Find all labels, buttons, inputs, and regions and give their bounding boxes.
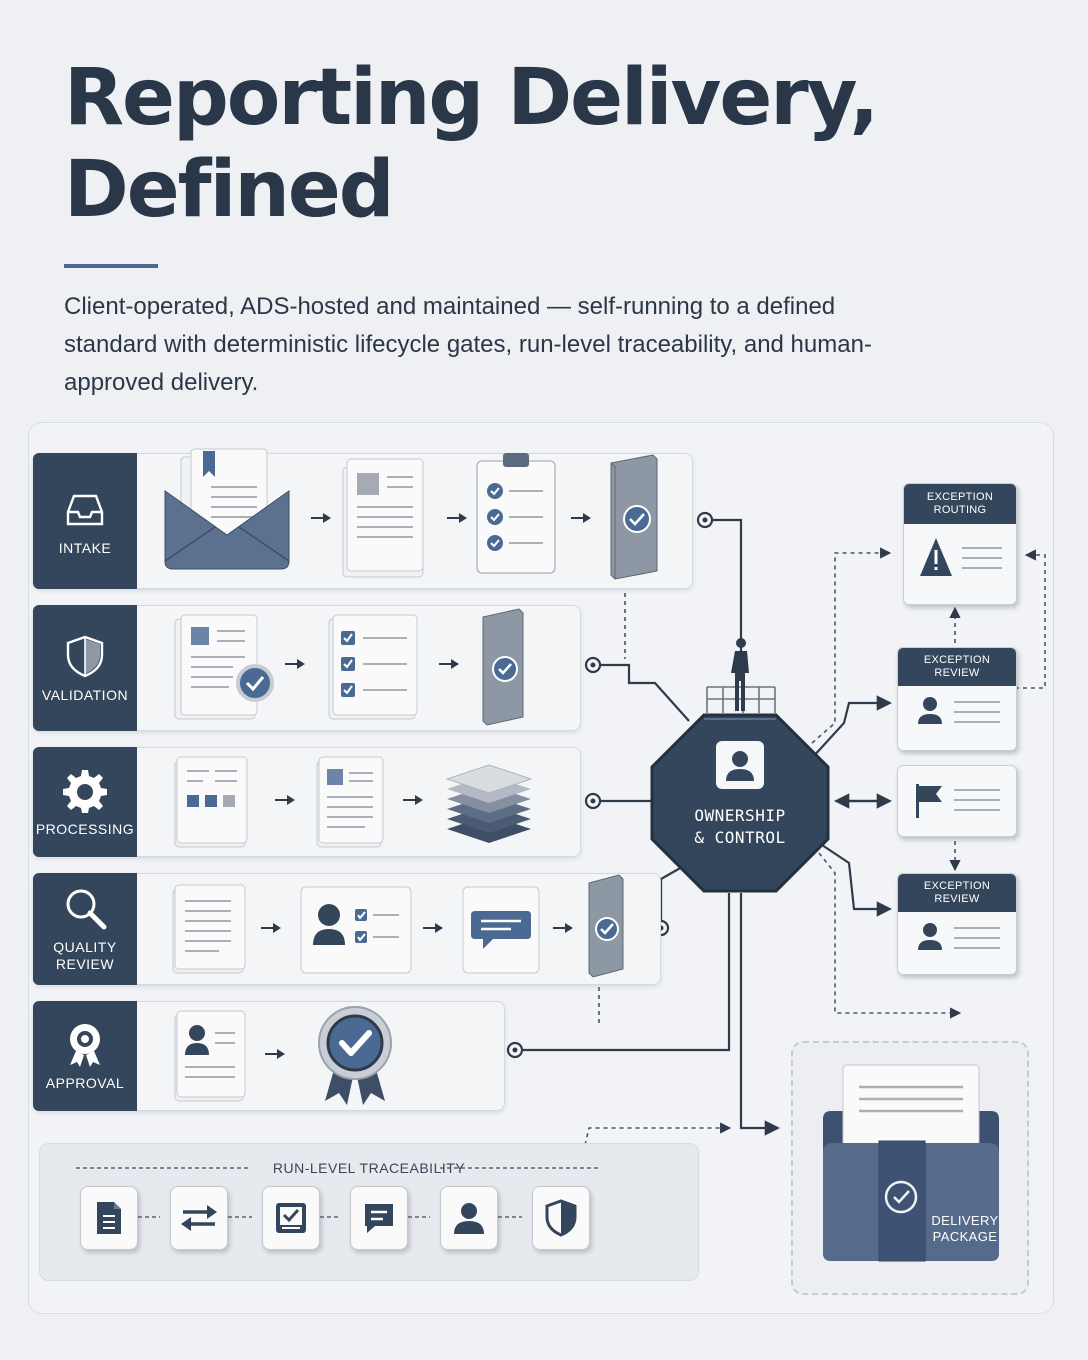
trace-chat (350, 1186, 408, 1250)
lane-quality-review: QUALITY REVIEW (33, 873, 663, 985)
gate-check-icon (588, 874, 624, 978)
arrow-icon (311, 513, 331, 523)
clipboard-checklist-icon (476, 453, 556, 574)
exception-review-card: EXCEPTION REVIEW (897, 647, 1017, 751)
exception-routing-label: EXCEPTION ROUTING (904, 484, 1016, 524)
traceability-title: RUN-LEVEL TRACEABILITY (272, 1160, 466, 1176)
shield-icon (545, 1199, 577, 1237)
checklist-document-icon (328, 614, 418, 720)
arrow-icon (265, 1049, 285, 1059)
person-icon (716, 741, 764, 789)
lane-validation: VALIDATION (33, 605, 583, 731)
trace-swap (170, 1186, 228, 1250)
person-icon (454, 1203, 484, 1234)
page-subtitle: Client-operated, ADS-hosted and maintain… (64, 293, 872, 396)
lane-processing-label: PROCESSING (35, 820, 135, 837)
exception-review-label: EXCEPTION REVIEW (898, 648, 1016, 686)
operator-figure-icon (706, 638, 776, 713)
lane-validation-tab: VALIDATION (33, 605, 137, 731)
trace-checkbox (262, 1186, 320, 1250)
hub-label: OWNERSHIP & CONTROL (694, 806, 786, 847)
text-document-icon (172, 884, 246, 974)
lane-intake: INTAKE (33, 448, 693, 589)
exception-review-card: EXCEPTION REVIEW (897, 873, 1017, 975)
arrow-icon (285, 659, 305, 669)
lane-intake-label: INTAKE (58, 539, 112, 556)
trace-person (440, 1186, 498, 1250)
reviewer-icon (918, 923, 1000, 950)
delivery-package-label: DELIVERY PACKAGE (931, 1213, 999, 1244)
lane-intake-tab: INTAKE (33, 453, 137, 589)
lane-approval-label: APPROVAL (45, 1074, 125, 1091)
award-icon (70, 1023, 100, 1067)
inbox-icon (66, 494, 104, 525)
ownership-control-hub: OWNERSHIP & CONTROL (650, 713, 830, 893)
traceability-rules (76, 1167, 600, 1218)
lane-validation-label: VALIDATION (41, 686, 129, 703)
hub-octagon (650, 713, 830, 893)
checkbox-icon (276, 1203, 306, 1233)
approval-badge-icon (318, 1006, 392, 1105)
gate-check-icon (610, 454, 658, 580)
envelope-documents-icon (164, 448, 290, 570)
arrow-icon (439, 659, 459, 669)
traceability-panel: RUN-LEVEL TRACEABILITY (39, 1143, 699, 1281)
warning-icon (920, 538, 1002, 576)
layers-stack-icon (445, 764, 533, 843)
exception-review-label: EXCEPTION REVIEW (898, 874, 1016, 912)
lane-processing: PROCESSING (33, 747, 583, 857)
lane-quality-review-label: QUALITY REVIEW (53, 939, 117, 972)
reviewer-checklist-icon (300, 886, 412, 974)
trace-document (80, 1186, 138, 1250)
flag-card (897, 765, 1017, 837)
delivery-folder-icon (823, 1064, 999, 1262)
arrow-icon (423, 923, 443, 933)
flag-icon (916, 784, 1000, 818)
trace-shield (532, 1186, 590, 1250)
shield-icon (66, 635, 104, 677)
profile-document-icon (174, 1010, 246, 1102)
arrow-icon (403, 795, 423, 805)
magnifier-icon (66, 889, 107, 930)
document-stack-icon (342, 458, 424, 578)
swap-arrows-icon (181, 1205, 217, 1231)
arrow-icon (571, 513, 591, 523)
arrow-icon (275, 795, 295, 805)
document-verified-icon (174, 614, 274, 720)
title-underline (64, 264, 158, 268)
chat-bubble-icon (365, 1204, 393, 1233)
gear-icon (63, 769, 107, 813)
comment-card-icon (462, 886, 540, 974)
lane-quality-review-tab: QUALITY REVIEW (33, 873, 137, 985)
dashboard-document-icon (174, 756, 248, 848)
gate-check-icon (482, 608, 524, 726)
lane-processing-tab: PROCESSING (33, 747, 137, 857)
reviewer-icon (918, 697, 1000, 724)
workflow-diagram: INTAKE (28, 422, 1054, 1314)
report-document-icon (316, 756, 384, 848)
delivery-package-panel: DELIVERY PACKAGE (791, 1041, 1029, 1295)
arrow-icon (553, 923, 573, 933)
lane-approval-tab: APPROVAL (33, 1001, 137, 1111)
arrow-icon (261, 923, 281, 933)
page-title: Reporting Delivery, Defined (64, 53, 879, 235)
lane-approval: APPROVAL (33, 1001, 507, 1111)
arrow-icon (447, 513, 467, 523)
exception-routing-card: EXCEPTION ROUTING (903, 483, 1017, 605)
header: Reporting Delivery, Defined Client-opera… (64, 52, 1044, 402)
document-icon (97, 1202, 121, 1234)
